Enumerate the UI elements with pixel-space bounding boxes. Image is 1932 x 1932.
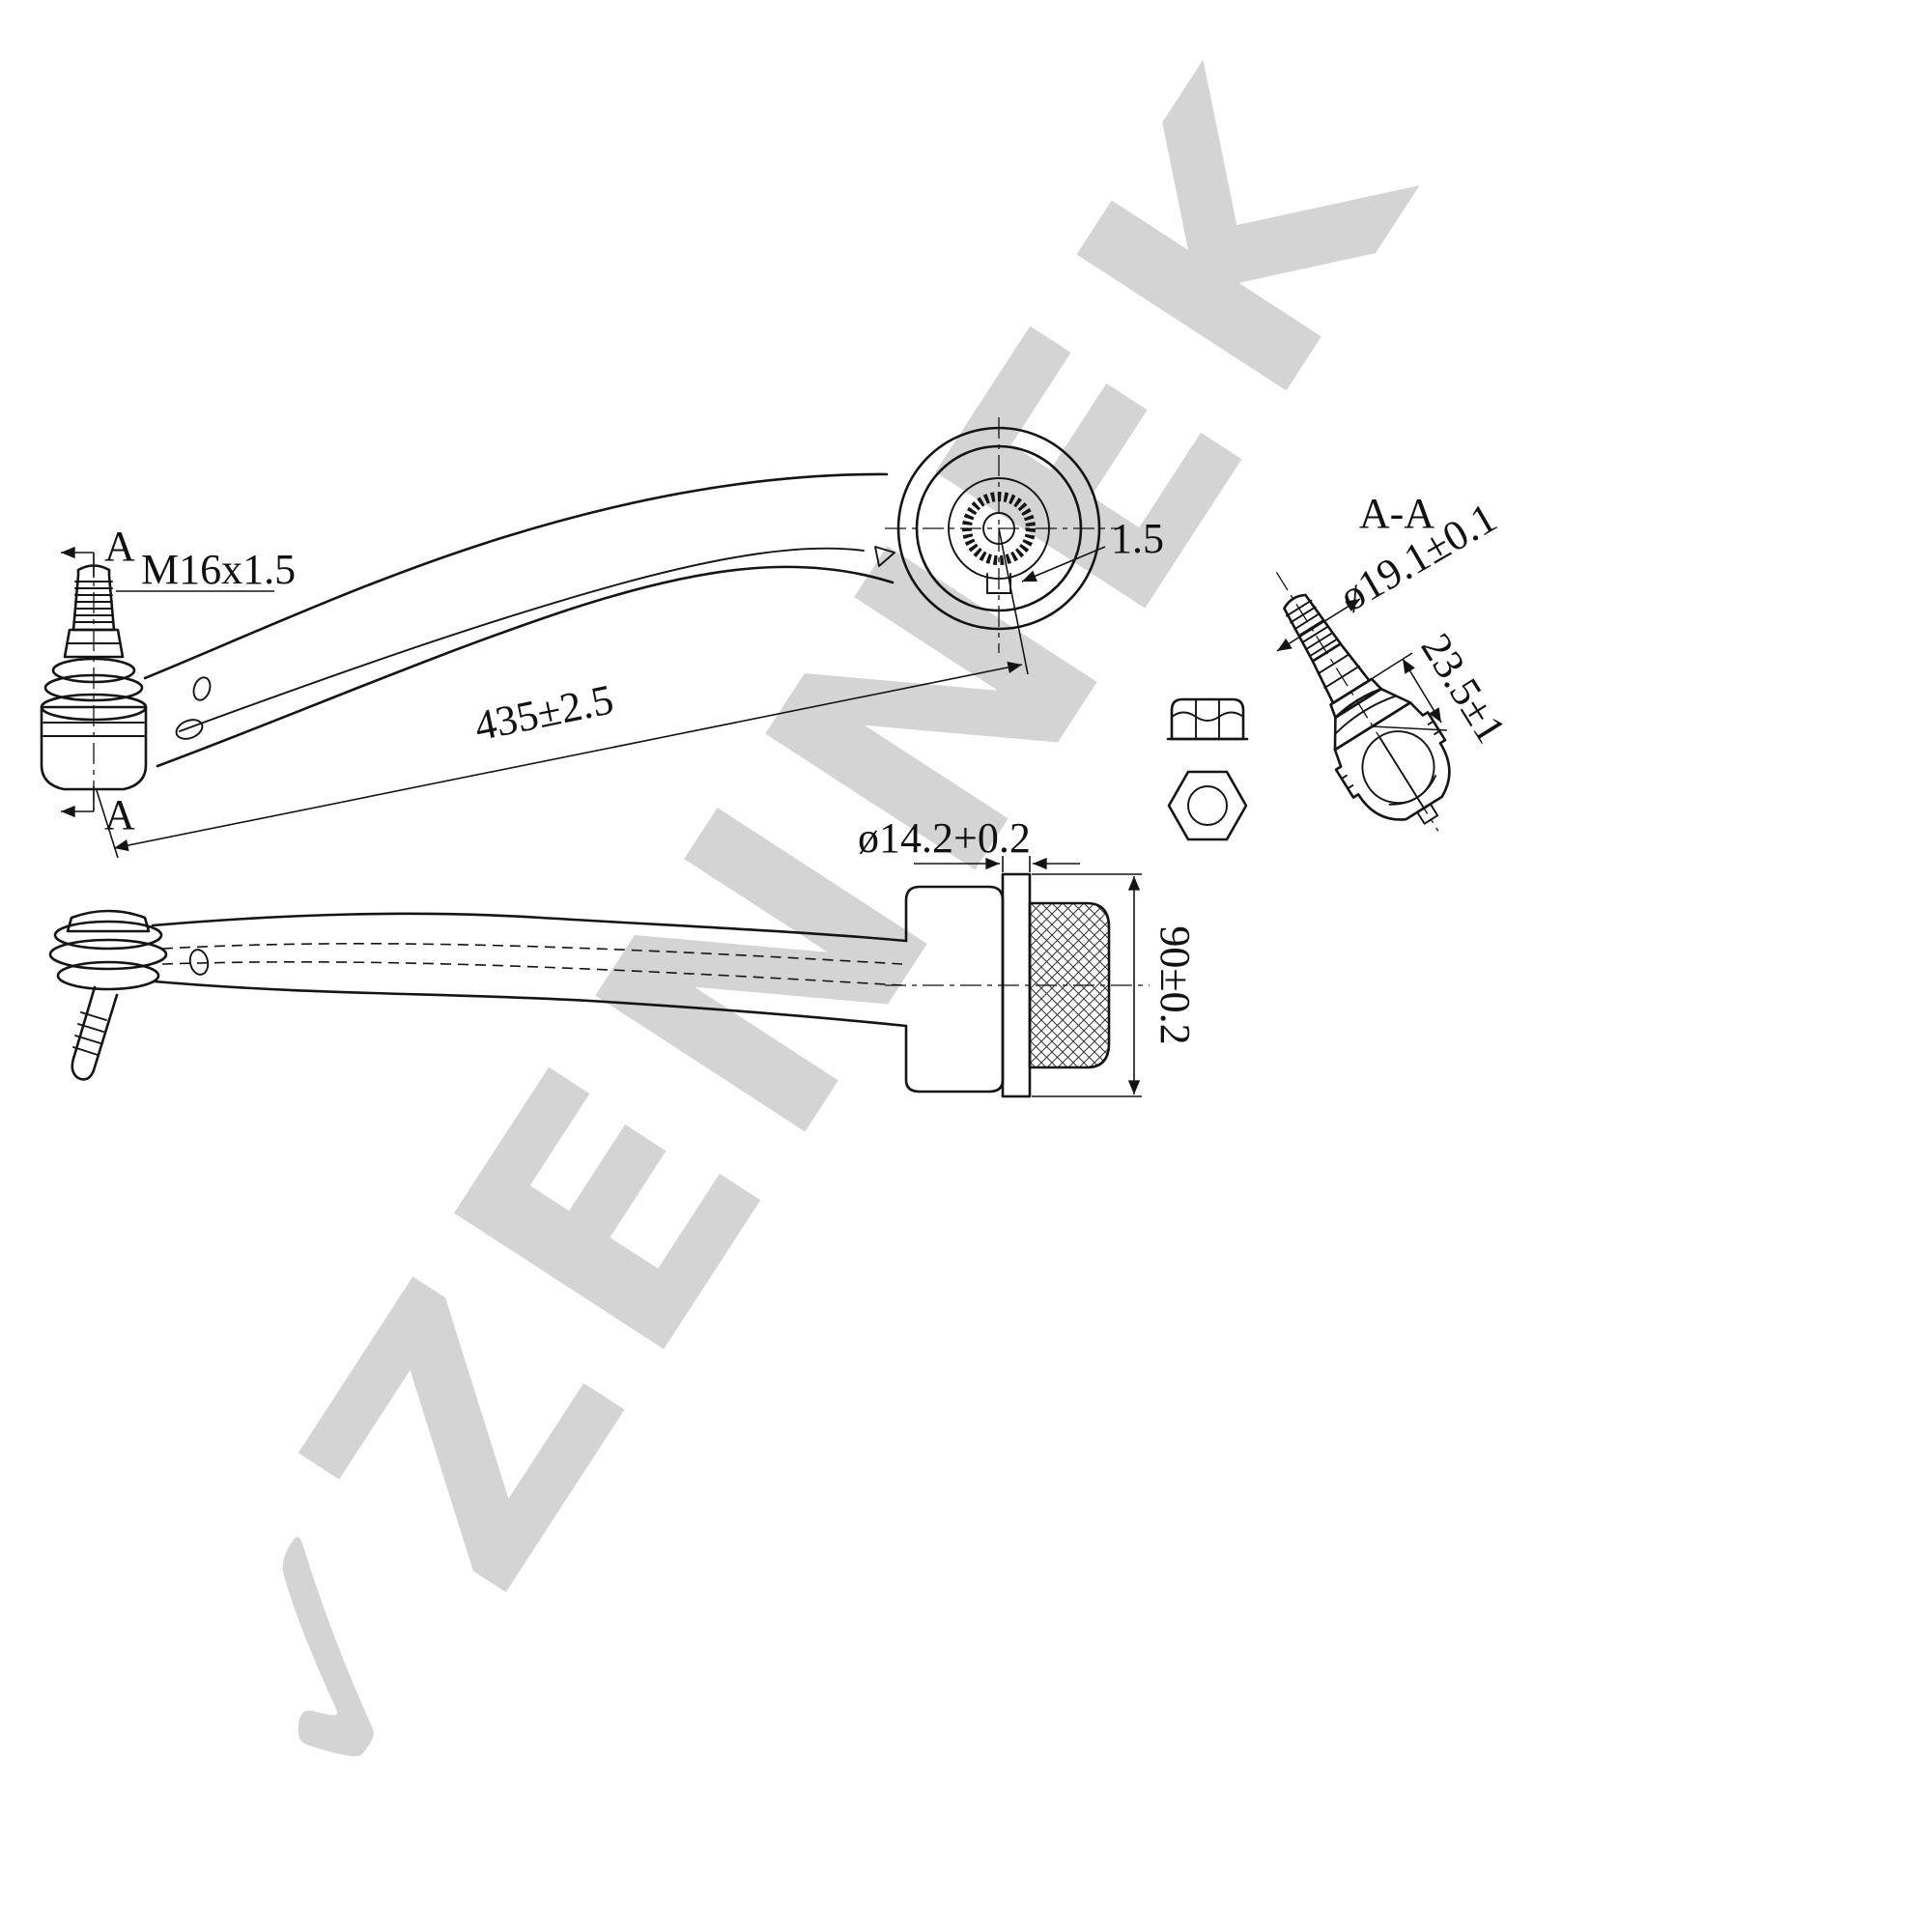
section-label-top: A: [104, 523, 135, 570]
thread-spec-label: M16x1.5: [141, 546, 296, 593]
section-title: A-A: [1359, 490, 1435, 537]
hex-nut-top-view: [1167, 770, 1248, 841]
side-view-control-arm: ø14.2+0.2 90±0.2: [48, 814, 1199, 1098]
overall-length-label: 435±2.5: [470, 675, 617, 750]
slot-width-label: 1.5: [1111, 515, 1164, 562]
bushing-pin-diameter-label: ø14.2+0.2: [858, 814, 1031, 862]
watermark: ✓ ZENNEK: [95, 0, 1495, 1875]
hex-nut-side-view: [1166, 697, 1249, 741]
bushing-length-label: 90±0.2: [1151, 925, 1199, 1044]
cone-length-label: 23.5±1: [1412, 625, 1516, 751]
